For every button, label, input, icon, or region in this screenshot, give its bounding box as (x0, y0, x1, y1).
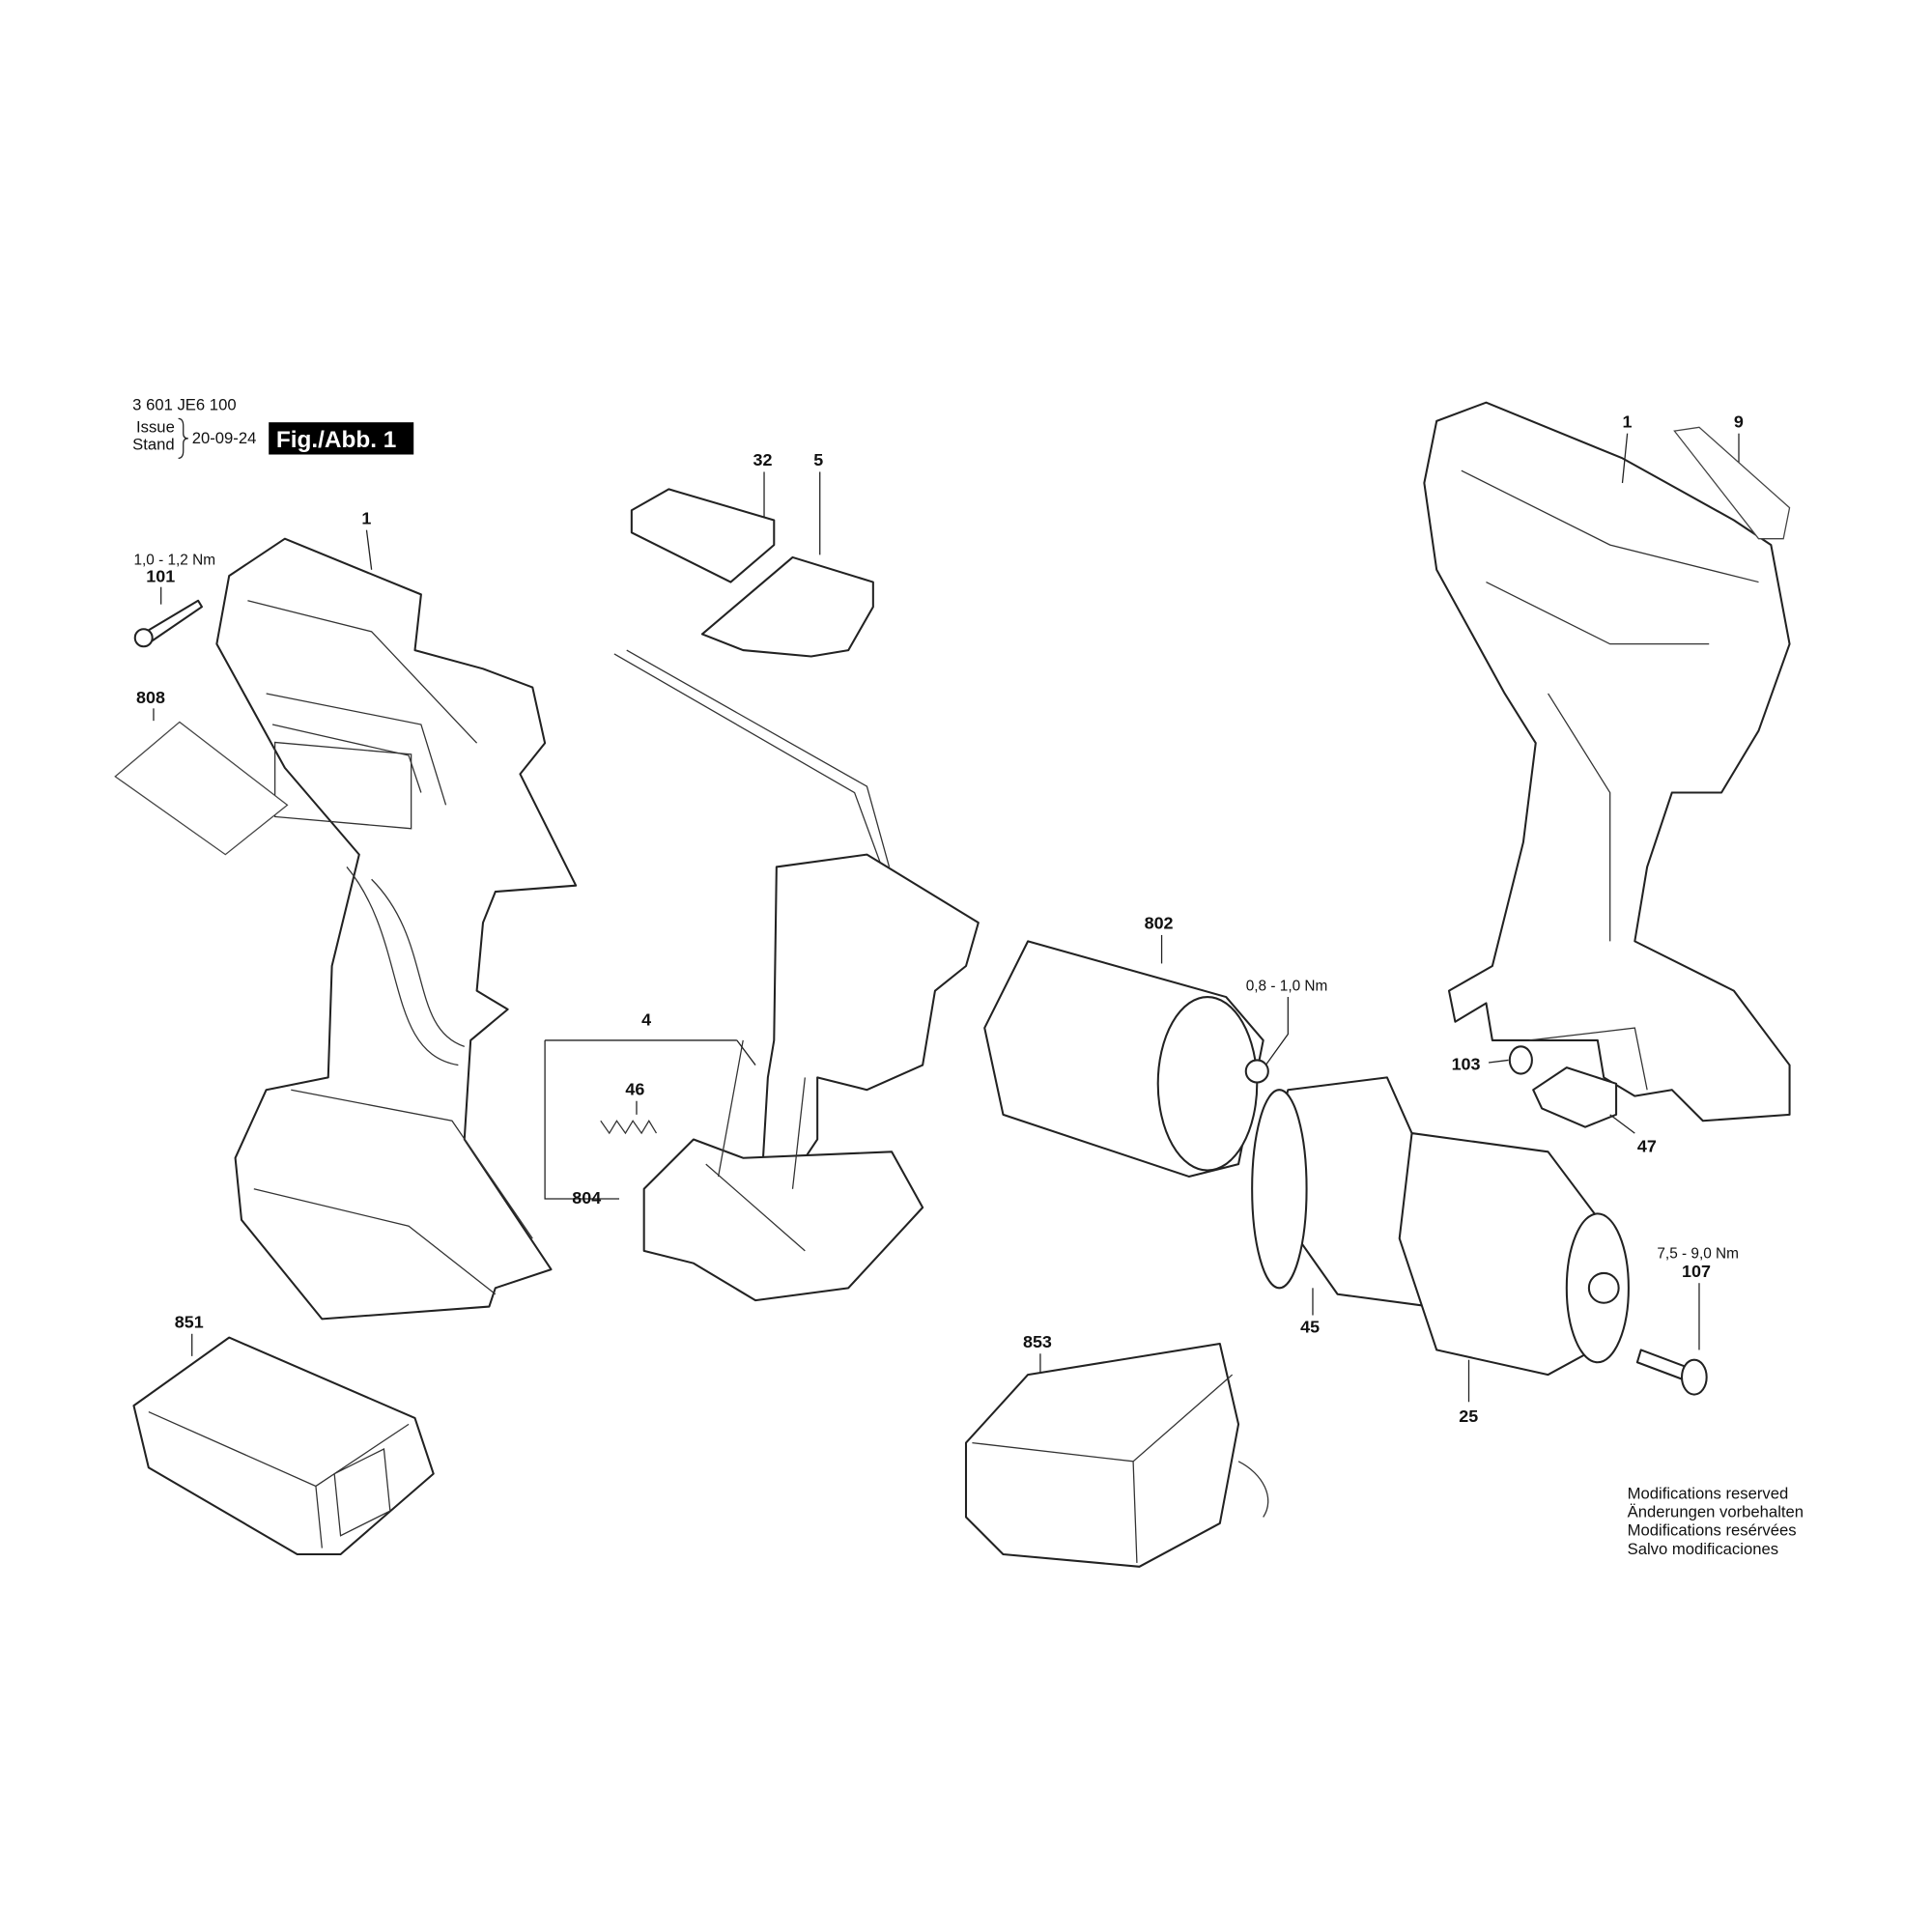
issue-date: 20-09-24 (192, 429, 257, 447)
note-en: Modifications reserved (1628, 1484, 1789, 1502)
switch-body (760, 853, 980, 1184)
issue-label: Issue (136, 417, 175, 436)
housing-left (215, 537, 578, 1321)
screw-107 (1635, 1349, 1708, 1396)
screw-101 (133, 599, 203, 648)
stand-label: Stand (132, 435, 175, 453)
callout-101: 101 (146, 567, 175, 586)
note-de: Änderungen vorbehalten (1628, 1503, 1804, 1521)
callout-107: 107 (1682, 1262, 1711, 1281)
callout-1-left: 1 (361, 508, 371, 527)
housing-left-shell (215, 537, 578, 1321)
switch-assembly-4 (613, 649, 980, 1302)
part-number: 3 601 JE6 100 (132, 395, 236, 413)
chuck-25 (1398, 1132, 1630, 1377)
callout-804: 804 (572, 1188, 601, 1208)
board-804 (642, 1138, 924, 1302)
spring-46 (600, 1120, 658, 1135)
callout-103: 103 (1452, 1055, 1481, 1074)
brace (178, 417, 188, 459)
callout-808: 808 (136, 688, 165, 707)
motor-802 (983, 940, 1269, 1178)
gearbox-45 (1251, 1076, 1438, 1308)
sticker-808 (114, 721, 289, 856)
battery-851 (132, 1336, 435, 1556)
note-fr: Modifications resérvées (1628, 1521, 1797, 1540)
torque-101: 1,0 - 1,2 Nm (133, 553, 215, 569)
torque-motor: 0,8 - 1,0 Nm (1246, 979, 1328, 995)
modification-notes: Modifications reserved Änderungen vorbeh… (1628, 1484, 1804, 1558)
nut-103 (1508, 1045, 1533, 1075)
callout-5: 5 (813, 450, 823, 469)
callout-25: 25 (1459, 1406, 1478, 1426)
part-47 (1532, 1066, 1618, 1128)
figure-badge (269, 422, 414, 455)
callout-802: 802 (1145, 914, 1174, 933)
callout-46: 46 (625, 1079, 644, 1098)
sticker-9 (1673, 426, 1791, 540)
callout-45: 45 (1300, 1317, 1320, 1336)
charger-853 (964, 1343, 1269, 1568)
slider-32 (630, 488, 776, 583)
slider-5 (700, 555, 874, 658)
note-es: Salvo modificaciones (1628, 1540, 1778, 1558)
housing-right (1423, 401, 1791, 1122)
figure-label: Fig./Abb. 1 (276, 427, 396, 453)
callout-32: 32 (753, 450, 772, 469)
callout-9: 9 (1734, 412, 1744, 431)
callout-1-right: 1 (1622, 412, 1632, 431)
callout-853: 853 (1023, 1332, 1052, 1351)
callout-4: 4 (641, 1010, 651, 1030)
header-block: 3 601 JE6 100 Issue Stand 20-09-24 Fig./… (132, 395, 414, 459)
callout-851: 851 (175, 1312, 204, 1331)
callout-47: 47 (1637, 1136, 1657, 1155)
torque-107: 7,5 - 9,0 Nm (1657, 1246, 1739, 1263)
